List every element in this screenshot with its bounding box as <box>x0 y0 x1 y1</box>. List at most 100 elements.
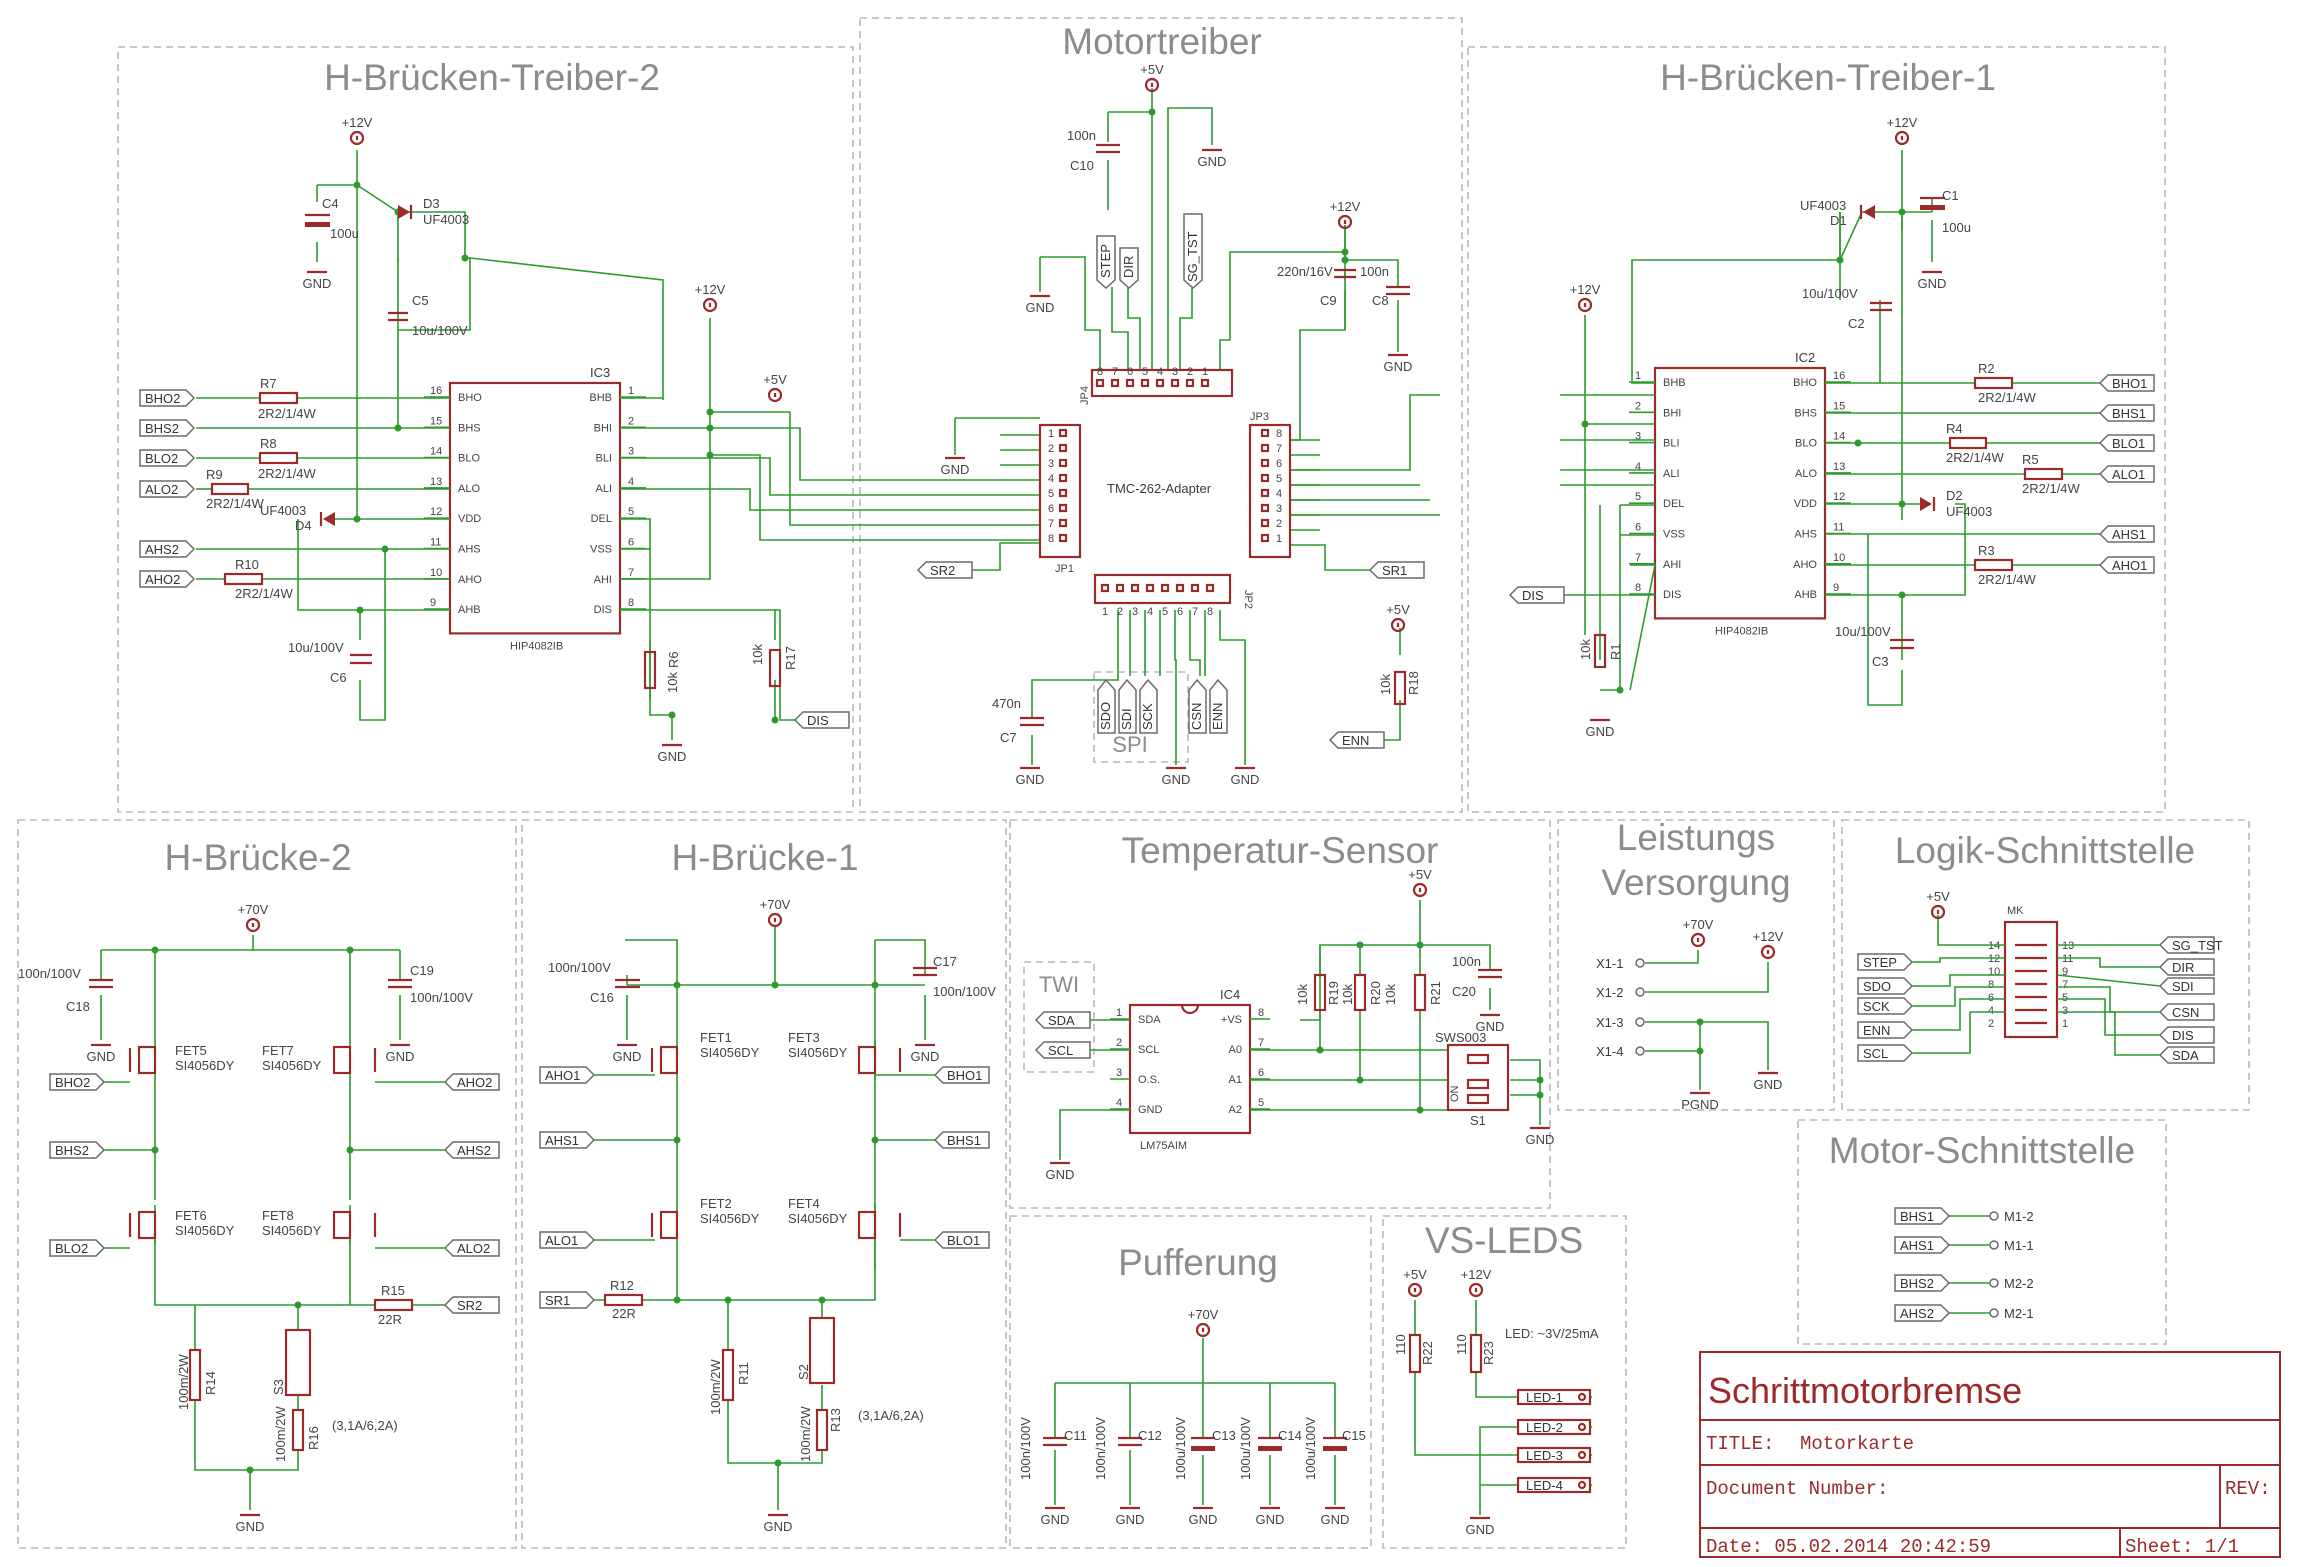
mk-pin-num: 8 <box>1988 979 1994 991</box>
ground-gnd: GND <box>1586 718 1614 739</box>
ground-label: GND <box>613 1049 642 1064</box>
supply-circle <box>1390 617 1406 633</box>
pin-name: BHB <box>589 392 612 404</box>
supply-p12: +12V <box>1570 282 1601 313</box>
supply-label: +70V <box>1683 917 1714 932</box>
jp2-pin <box>1130 583 1140 593</box>
supply-circle <box>1195 1322 1211 1338</box>
pin-name: BHO <box>458 392 482 404</box>
jp2-pin <box>1145 583 1155 593</box>
svg-text:SWS003: SWS003 <box>1435 1030 1486 1045</box>
flag-blo2: BLO2 <box>139 449 196 467</box>
puffer-components: C11 100n/100V C12 100n/100V C13 100u/100… <box>1018 1417 1366 1480</box>
svg-text:C20: C20 <box>1452 984 1476 999</box>
flag-shape <box>1894 1304 1951 1322</box>
pin-number: 8 <box>1258 1007 1264 1019</box>
pin-name: BHS <box>458 422 481 434</box>
svg-text:R16: R16 <box>306 1426 321 1450</box>
supply-p5: +5V <box>763 372 787 403</box>
mk-pin-num: 9 <box>2062 966 2068 978</box>
svg-text:C13: C13 <box>1212 1428 1236 1443</box>
flag-shape <box>2158 936 2215 954</box>
flag-text: SR2 <box>930 563 955 578</box>
flag-shape <box>1857 977 1914 995</box>
flag-shape <box>1034 1011 1091 1029</box>
pin-number: 14 <box>430 446 442 458</box>
svg-text:X1-1: X1-1 <box>1596 956 1623 971</box>
ic4-notch <box>1180 1004 1200 1015</box>
flag-text: AHS1 <box>545 1133 579 1148</box>
svg-text:10k: 10k <box>1378 674 1393 695</box>
flag-shape <box>49 1239 106 1257</box>
fet-part: SI4056DY <box>700 1045 760 1060</box>
flag-bhs1: BHS1 <box>2098 404 2155 422</box>
group-title-motortreiber: Motortreiber <box>1062 21 1261 62</box>
jp3-pin <box>1260 473 1270 483</box>
pin-name: ALI <box>595 483 612 495</box>
pin-name: VDD <box>1794 498 1817 510</box>
flag-aho2: AHO2 <box>443 1073 500 1091</box>
svg-text:10k: 10k <box>1578 639 1593 660</box>
flag-shape <box>139 570 196 588</box>
flag-ahs2: AHS2 <box>139 540 196 558</box>
flag-aho1: AHO1 <box>539 1066 596 1084</box>
flag-shape <box>2098 465 2155 483</box>
pin-name: BLI <box>595 453 612 465</box>
svg-text:R3: R3 <box>1978 543 1995 558</box>
flag-shape <box>2098 374 2155 392</box>
pin-number: 15 <box>430 415 442 427</box>
svg-text:(3,1A/6,2A): (3,1A/6,2A) <box>332 1418 398 1433</box>
flag-csn: CSN <box>2158 1003 2215 1021</box>
flag-shape <box>443 1239 500 1257</box>
flag-text: ALO2 <box>145 482 178 497</box>
svg-text:R7: R7 <box>260 376 277 391</box>
pin-name: BLI <box>1663 438 1680 450</box>
supply-p12: +12V <box>1887 115 1918 146</box>
group-title-hb2: H-Brücke-2 <box>164 837 351 878</box>
flag-shape <box>933 1231 990 1249</box>
ground-label: GND <box>236 1519 265 1534</box>
pin-number: 2 <box>1635 400 1641 412</box>
svg-text:100u: 100u <box>1942 220 1971 235</box>
flag-bho1: BHO1 <box>933 1066 990 1084</box>
supply-label: +12V <box>1461 1267 1492 1282</box>
flag-text: AHO2 <box>457 1075 492 1090</box>
supply-p70: +70V <box>1188 1307 1219 1338</box>
pin-number: 3 <box>1116 1067 1122 1079</box>
supply-p12: +12V <box>1753 929 1784 960</box>
fet-part: SI4056DY <box>788 1045 848 1060</box>
supply-circle <box>349 130 365 146</box>
flag-bhs1: BHS1 <box>933 1131 990 1149</box>
supply-p12: +12V <box>1330 199 1361 230</box>
tb-date: Date: 05.02.2014 20:42:59 <box>1706 1536 1991 1558</box>
svg-text:C15: C15 <box>1342 1428 1366 1443</box>
svg-text:220n/16V: 220n/16V <box>1277 264 1333 279</box>
supply-circle <box>1337 214 1353 230</box>
jp1-pin-num: 8 <box>1048 533 1054 545</box>
flag-text: STEP <box>1863 955 1897 970</box>
svg-text:UF4003: UF4003 <box>1946 504 1992 519</box>
pin-number: 16 <box>430 385 442 397</box>
flag-alo1: ALO1 <box>2098 465 2155 483</box>
ground-label: GND <box>1476 1019 1505 1034</box>
tb-title-label: TITLE: <box>1706 1433 1774 1455</box>
pin-number: 8 <box>1635 582 1641 594</box>
flag-scl: SCL <box>1034 1041 1091 1059</box>
flag-ahs1: AHS1 <box>2098 525 2155 543</box>
supply-circle <box>1930 904 1946 920</box>
ground-gnd: GND <box>613 1043 642 1064</box>
svg-text:2R2/1/4W: 2R2/1/4W <box>235 586 294 601</box>
flag-blo2: BLO2 <box>49 1239 106 1257</box>
svg-text:100m/2W: 100m/2W <box>176 1354 191 1410</box>
ground-label: GND <box>1754 1077 1783 1092</box>
svg-text:ON: ON <box>1449 1085 1461 1102</box>
flag-shape <box>539 1231 596 1249</box>
supply-p12: +12V <box>1461 1267 1492 1298</box>
supply-p12: +12V <box>695 282 726 313</box>
mk-pin-num: 5 <box>2062 992 2068 1004</box>
flag-shape <box>539 1066 596 1084</box>
jp4-pin-num: 5 <box>1142 366 1148 378</box>
